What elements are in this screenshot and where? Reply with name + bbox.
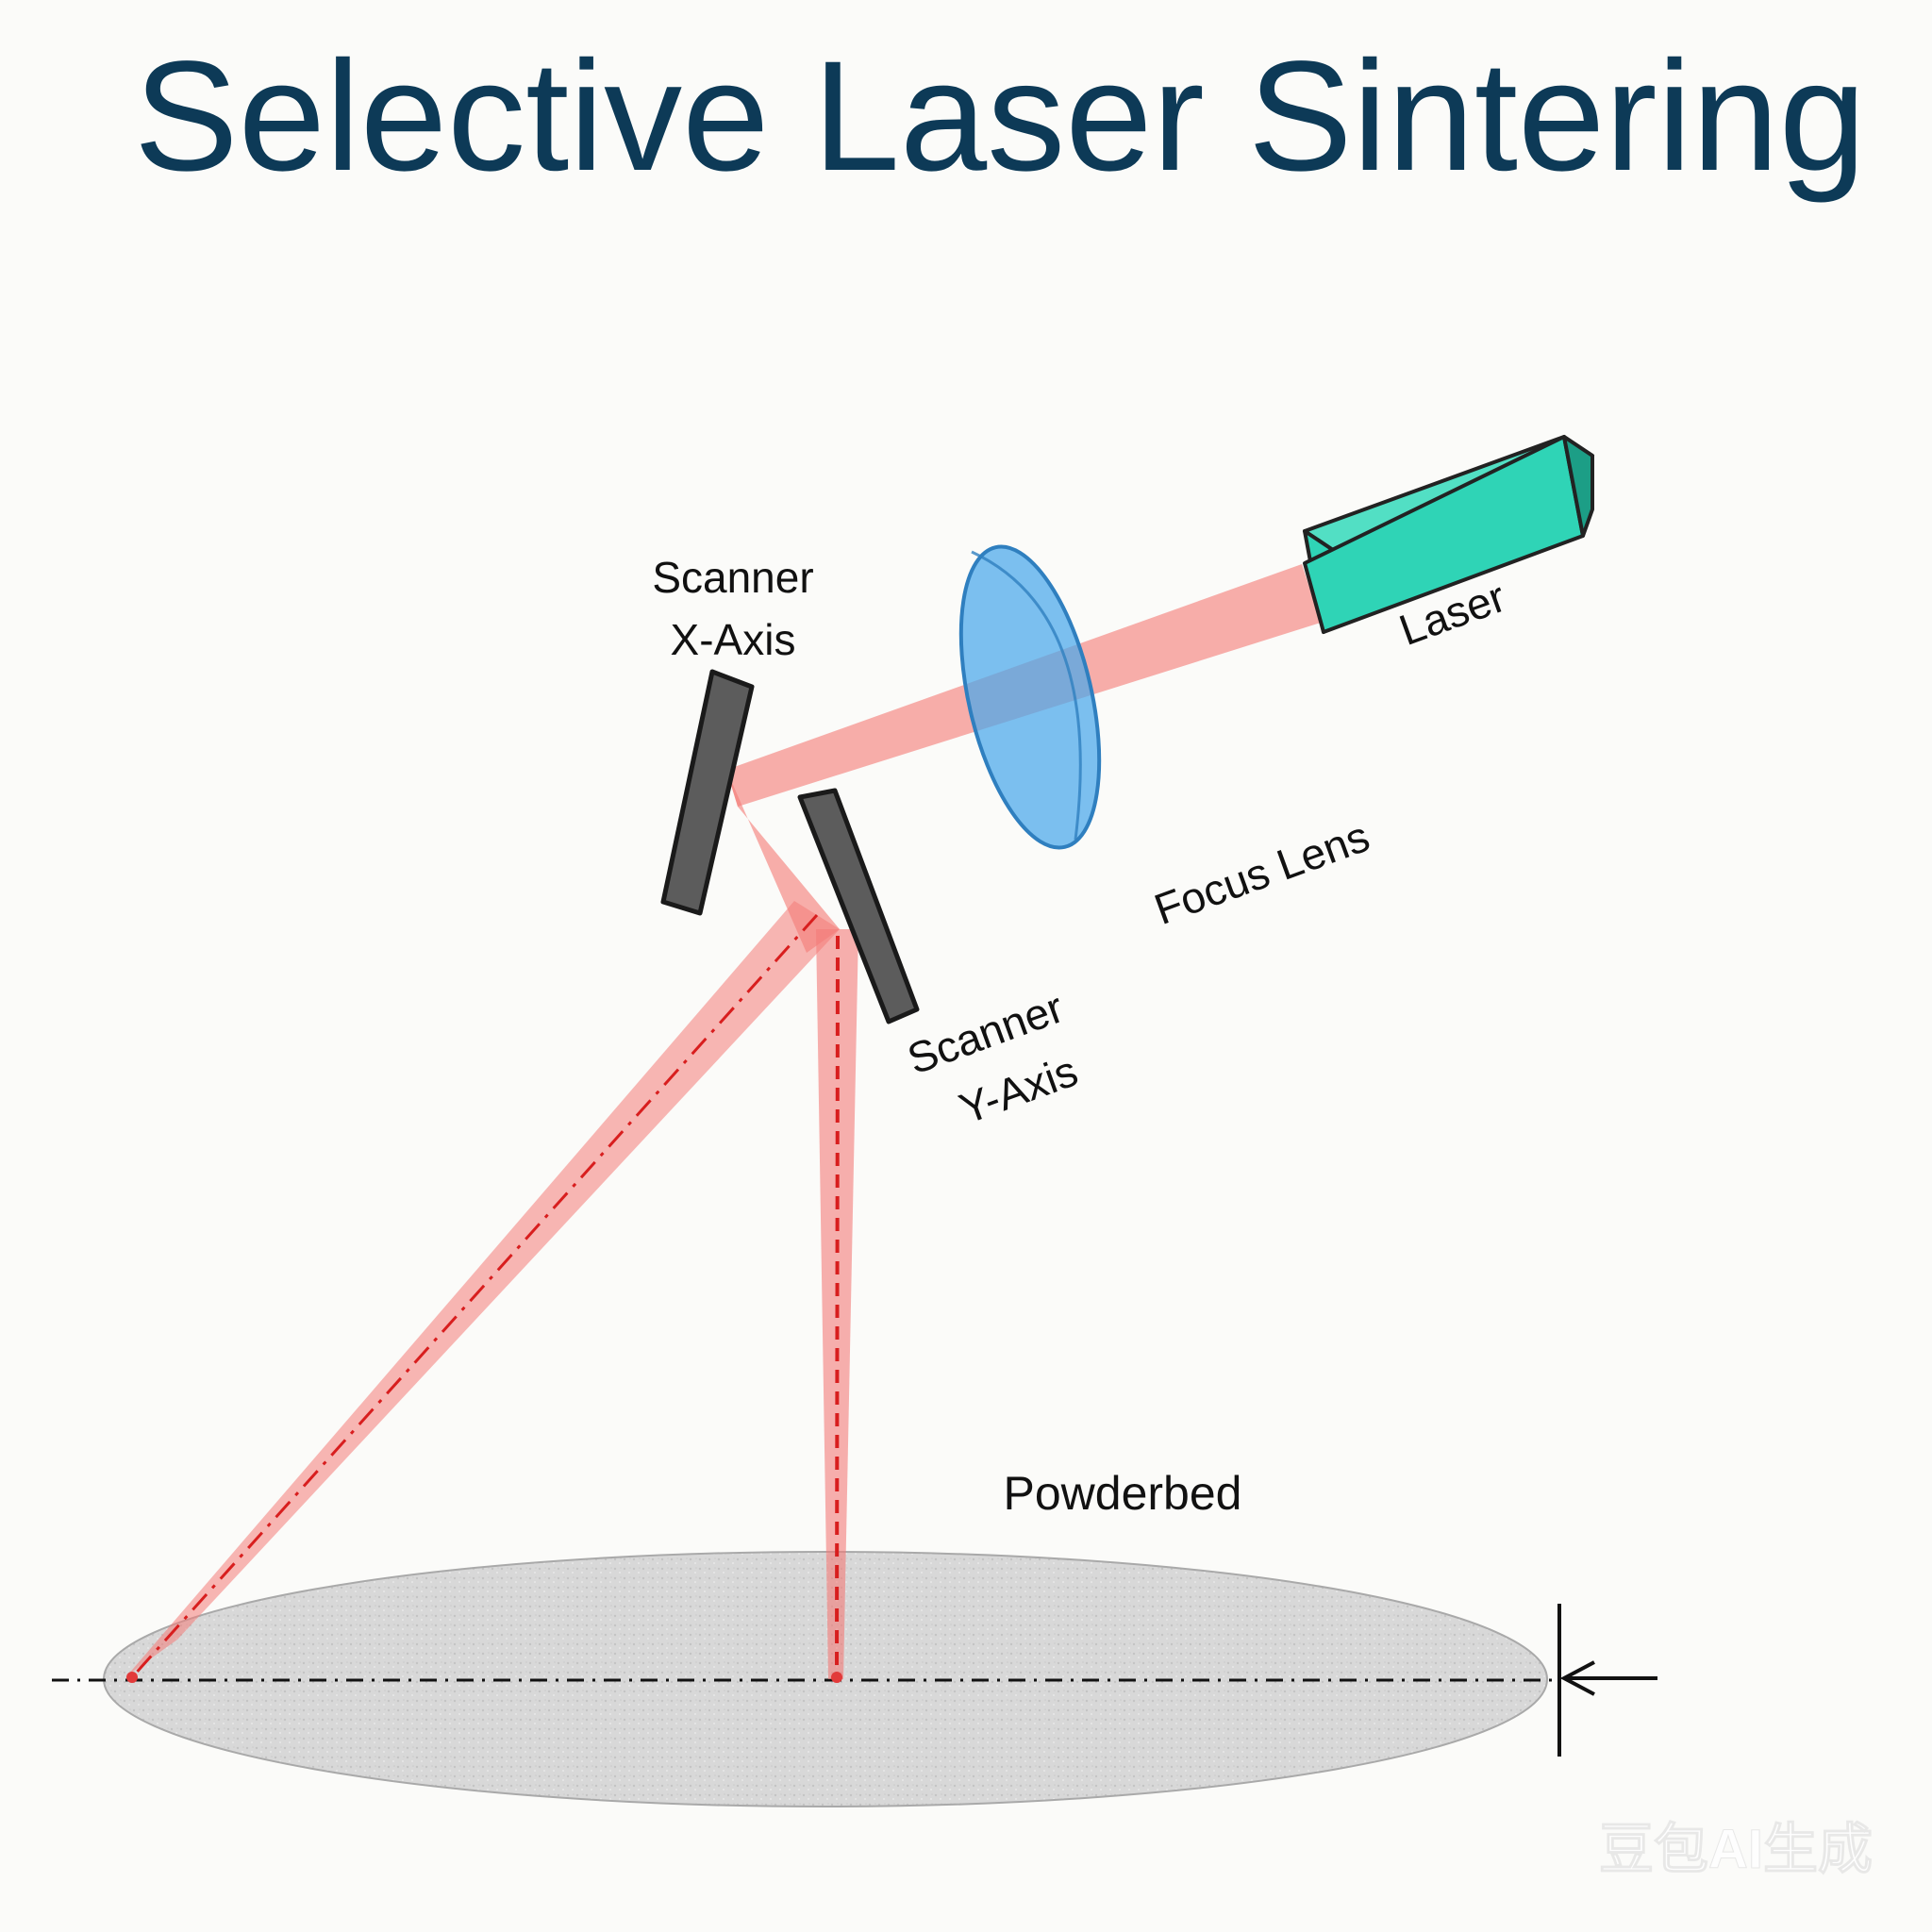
laser-source — [1303, 435, 1594, 634]
scanner-y-mirror — [797, 788, 920, 1024]
dimension-marker — [1557, 1604, 1657, 1757]
page-title: Selective Laser Sintering — [134, 29, 1866, 204]
scanner-x-label-line1: Scanner — [652, 553, 813, 602]
scanner-x-mirror-body — [660, 669, 755, 916]
focal-point-center — [831, 1672, 842, 1683]
beam-vertical-centerline — [835, 935, 840, 1678]
focus-lens-label: Focus Lens — [1148, 811, 1375, 934]
scanner-x-label-line2: X-Axis — [671, 615, 796, 664]
scanner-y-mirror-body — [797, 788, 920, 1024]
powderbed — [52, 1551, 1561, 1807]
focus-lens-body — [958, 544, 1102, 850]
beam-vertical-to-powderbed — [816, 929, 858, 1679]
focus-lens-edge — [971, 550, 1082, 841]
focal-point-left — [126, 1672, 138, 1683]
focus-lens — [958, 544, 1102, 850]
beam-x-to-y-mirror — [726, 770, 840, 953]
watermark: 豆包AI生成 — [1599, 1819, 1873, 1880]
scanner-x-mirror — [660, 669, 755, 916]
laser-end-face — [1562, 435, 1594, 538]
beam-angled-centerline — [130, 913, 819, 1679]
arrow-left-icon — [1559, 1660, 1595, 1696]
powderbed-label: Powderbed — [1004, 1467, 1242, 1520]
